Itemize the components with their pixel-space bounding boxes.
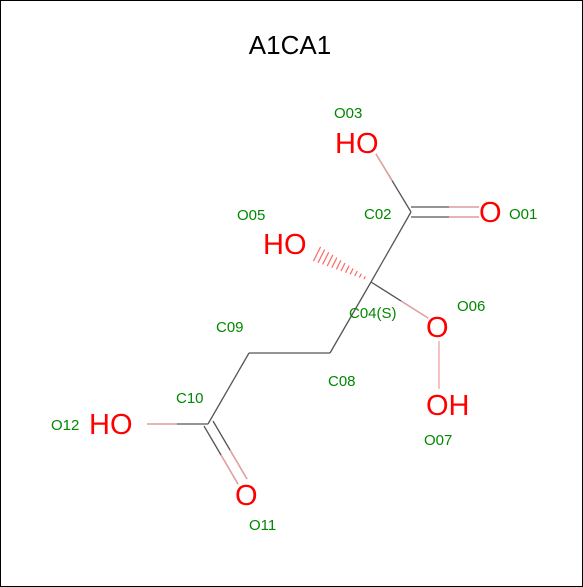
label-o12: O12 <box>51 417 79 434</box>
bond-c02-c04 <box>370 211 412 283</box>
bond-c04-o06-red <box>400 300 429 319</box>
wedge-hash <box>331 257 338 269</box>
atom-o07: OH <box>426 390 470 422</box>
wedge-hash <box>322 251 330 265</box>
molecule-title: A1CA1 <box>249 30 331 60</box>
wedge-hash <box>345 265 350 273</box>
wedge-hash <box>358 273 362 278</box>
wedge-hash <box>317 249 326 264</box>
bond-c09-c10 <box>207 352 250 425</box>
wedge-hash <box>335 260 342 270</box>
atom-labels: O03 C02 O01 O05 C04(S) O06 C09 C08 C10 O… <box>51 105 537 534</box>
label-o05: O05 <box>237 207 265 224</box>
label-c04: C04(S) <box>349 305 397 322</box>
atom-symbols: HO O HO O OH HO O <box>89 128 502 512</box>
label-o01: O01 <box>509 206 537 223</box>
hashed-wedge-bond <box>312 246 366 280</box>
wedge-hash <box>340 262 346 272</box>
wedge-hash <box>312 246 322 262</box>
label-o06: O06 <box>457 298 485 315</box>
bond-o03-c02-red <box>375 153 393 182</box>
wedge-hash <box>354 270 358 277</box>
label-o11: O11 <box>249 517 276 534</box>
wedge-hash <box>349 268 354 275</box>
label-c02: C02 <box>364 206 392 223</box>
atom-o03: HO <box>335 128 379 160</box>
atom-o01: O <box>479 197 502 229</box>
wedge-hash <box>363 276 366 280</box>
bond-c10-o11-a-red <box>220 454 239 485</box>
wedge-hash <box>326 254 334 267</box>
label-c08: C08 <box>328 373 356 390</box>
atom-o12: HO <box>89 409 133 441</box>
bond-c10-o11-b-red <box>229 449 248 480</box>
atom-o11: O <box>235 480 258 512</box>
label-c09: C09 <box>216 319 244 336</box>
atom-o06: O <box>426 312 449 344</box>
label-c10: C10 <box>176 390 204 407</box>
label-o03: O03 <box>334 105 362 122</box>
bond-c04-c08 <box>329 281 372 354</box>
bond-lines <box>147 153 479 485</box>
label-o07: O07 <box>424 432 452 449</box>
atom-o05: HO <box>263 229 307 261</box>
